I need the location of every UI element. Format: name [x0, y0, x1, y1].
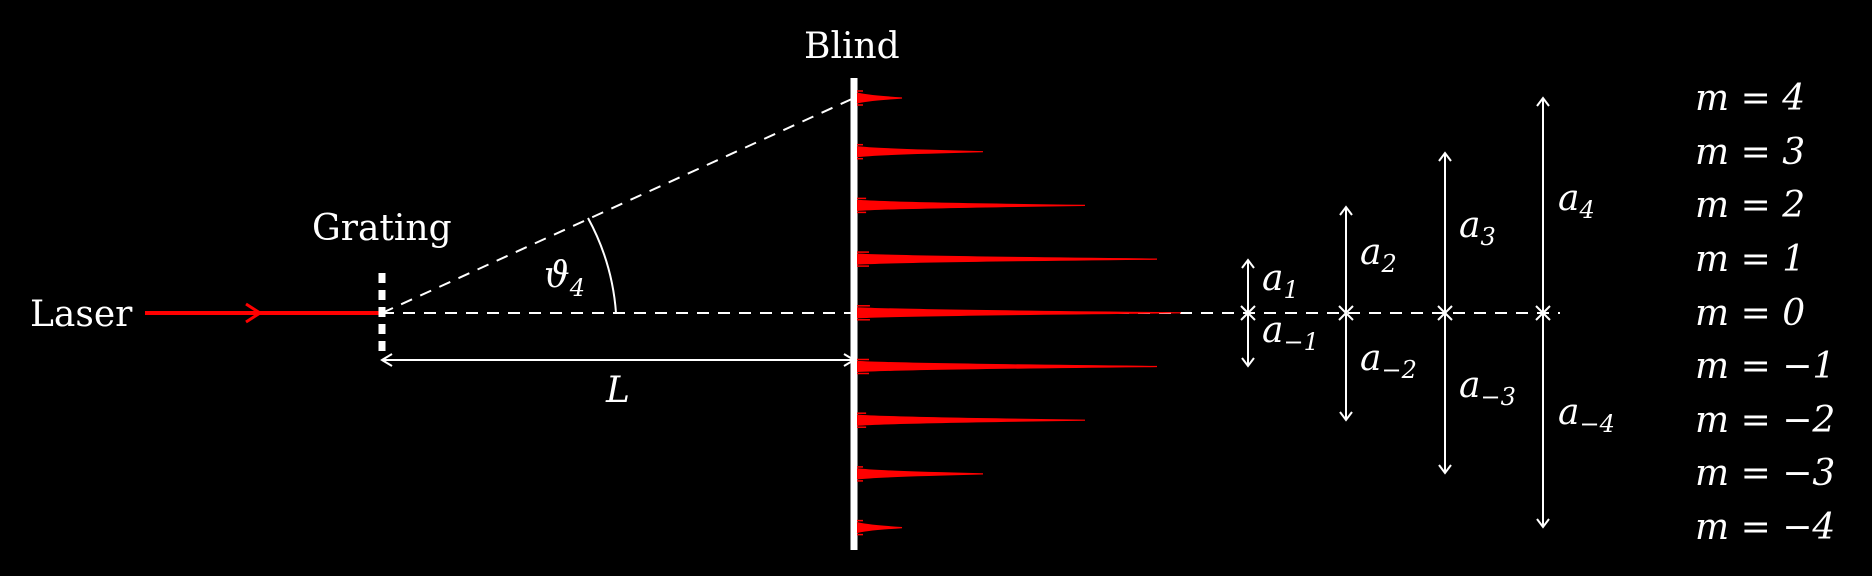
a4-base: a [1558, 178, 1579, 219]
order-label-m-minus-2: m = −2 [1695, 400, 1835, 441]
arrowhead-a4 [1536, 96, 1550, 107]
intensity-peak [856, 468, 984, 480]
a4-sub: 4 [1578, 196, 1594, 224]
arrowhead-a-minus-2 [1339, 411, 1353, 422]
angle-symbol: ϑ [544, 255, 570, 296]
a-minus-2-label: a−2 [1360, 338, 1417, 384]
a-minus-3-sub: −3 [1480, 383, 1515, 411]
laser-label: Laser [30, 294, 133, 335]
a4-label: a4 [1558, 178, 1595, 224]
a-minus-1-label: a−1 [1262, 310, 1319, 356]
order-label-m-minus-4: m = −4 [1695, 507, 1835, 548]
order-label-m-minus-1: m = −1 [1695, 346, 1835, 387]
a1-base: a [1262, 258, 1283, 299]
arrowhead-a-minus-4 [1536, 518, 1550, 529]
a-minus-2-base: a [1360, 338, 1381, 379]
order-label-m-minus-3: m = −3 [1695, 453, 1835, 494]
intensity-peak [856, 199, 1086, 211]
order-label-m0: m = 0 [1695, 293, 1805, 334]
distance-label: L [605, 370, 630, 411]
intensity-peak [856, 360, 1158, 373]
a2-sub: 2 [1380, 250, 1396, 278]
a-minus-2-sub: −2 [1381, 356, 1416, 384]
order-label-m3: m = 3 [1695, 132, 1805, 173]
order-label-m1: m = 1 [1695, 239, 1805, 280]
order-label-m2: m = 2 [1695, 185, 1805, 226]
intensity-peak [856, 414, 1086, 426]
intensity-peak [856, 253, 1158, 265]
a2-label: a2 [1360, 232, 1397, 278]
a1-label: a1 [1262, 258, 1299, 304]
distance-arrowhead-right [843, 353, 856, 367]
a-minus-4-sub: −4 [1579, 410, 1614, 438]
intensity-peak [856, 146, 984, 158]
arrowhead-a-minus-1 [1241, 357, 1255, 368]
a3-label: a3 [1459, 205, 1496, 251]
arrowhead-a-minus-3 [1438, 464, 1452, 475]
blind-label: Blind [804, 26, 900, 67]
a3-base: a [1459, 205, 1480, 246]
a-minus-1-base: a [1262, 310, 1283, 351]
a3-sub: 3 [1480, 223, 1495, 251]
a2-base: a [1360, 232, 1381, 273]
intensity-peak [856, 307, 1182, 319]
arrowhead-a2 [1339, 205, 1353, 216]
arrowhead-a1 [1241, 258, 1255, 269]
a-minus-4-base: a [1558, 392, 1579, 433]
a1-sub: 1 [1283, 276, 1298, 304]
intensity-peak [856, 522, 903, 534]
order-label-m4: m = 4 [1695, 78, 1805, 119]
grating-label: Grating [312, 208, 452, 249]
intensity-pattern [856, 90, 1182, 536]
a-minus-3-base: a [1459, 365, 1480, 406]
angle-label: ϑ4 [544, 255, 585, 302]
angle-arc [587, 217, 617, 314]
a-minus-4-label: a−4 [1558, 392, 1615, 438]
distance-arrows [1240, 96, 1551, 529]
ray-order-4 [381, 97, 855, 314]
a-minus-1-sub: −1 [1283, 328, 1318, 356]
arrowhead-a3 [1438, 151, 1452, 162]
angle-subscript: 4 [569, 274, 585, 302]
a-minus-3-label: a−3 [1459, 365, 1516, 411]
intensity-peak [856, 92, 903, 104]
distance-arrowhead-left [380, 353, 393, 367]
beam-arrowhead [245, 302, 263, 324]
cross-marks [1240, 305, 1551, 321]
